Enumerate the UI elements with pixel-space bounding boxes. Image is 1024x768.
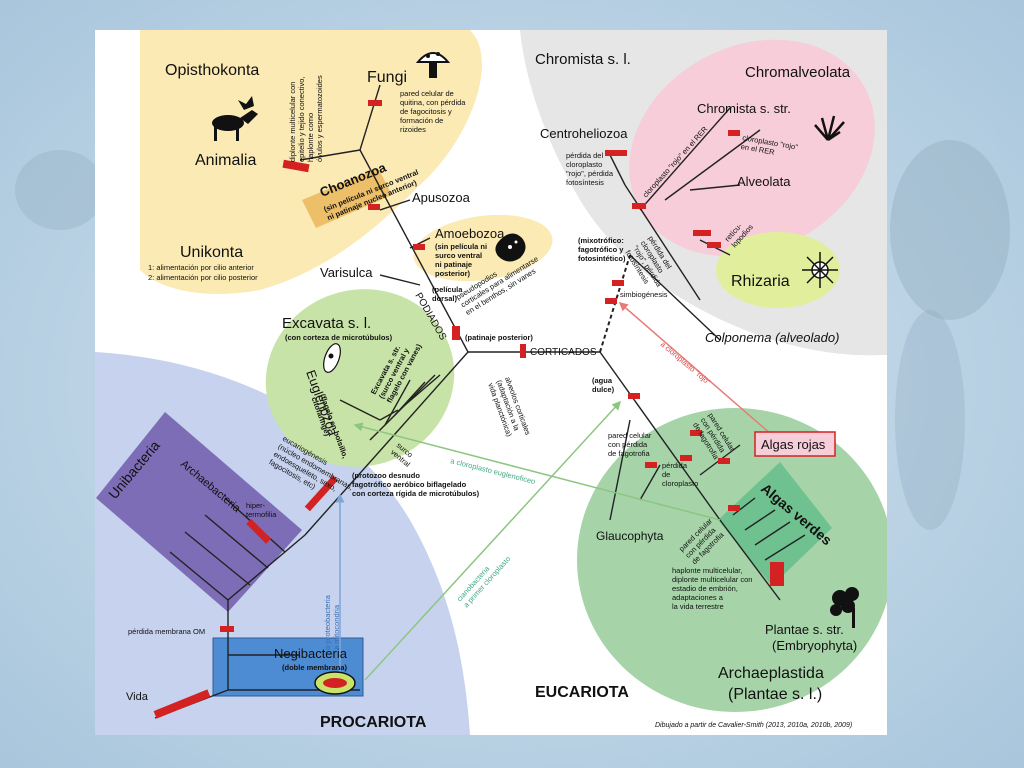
kelp-icon (814, 115, 845, 142)
excavata-trait-label: (con corteza de microtúbulos) (285, 333, 393, 342)
unibacteria-region (96, 412, 302, 612)
choanozoa-region (302, 168, 392, 228)
amoebozoa-label: Amoebozoa (435, 226, 505, 241)
chromista-str-label: Chromista s. str. (697, 101, 791, 116)
animalia-trait-note: diplonte multicelular conepitelio y teji… (288, 75, 324, 162)
archaeplastida-region (577, 408, 887, 712)
mushroom-icon (415, 52, 451, 78)
red-chloroplast-arrow (618, 302, 773, 436)
unikonta-note-1: 1: alimentación por cilio anterior (148, 263, 254, 272)
algas-verdes-region (718, 462, 832, 586)
euglena-icon (323, 343, 341, 373)
varisulca-label: Varisulca (320, 265, 373, 280)
chromalveolata-label: Chromalveolata (745, 64, 851, 81)
colponema-label: Colponema (alveolado) (705, 330, 839, 345)
procariota-label: PROCARIOTA (320, 714, 427, 731)
corticados-label: CORTICADOS (530, 347, 597, 358)
unikonta-label: Unikonta (180, 244, 243, 261)
alveolos-note: alveolos corticales(adaptación a lavida … (486, 376, 532, 443)
microscope-blob (15, 150, 105, 230)
animalia-label: Animalia (195, 152, 256, 169)
excavata-label: Excavata s. l. (282, 315, 371, 332)
apusozoa-label: Apusozoa (412, 190, 471, 205)
moose-silhouette-icon (212, 96, 258, 141)
archaeplastida-label: Archaeplastida (718, 665, 824, 682)
amoeba-icon (495, 233, 526, 262)
credit-text: Dibujado a partir de Cavalier-Smith (201… (655, 722, 852, 729)
negibacteria-label: Negibacteria (274, 646, 348, 661)
plantae-str-label: Plantae s. str. (765, 622, 844, 637)
algas-rojas-box (754, 431, 836, 457)
unikonta-note-2: 2: alimentación por cilio posterior (148, 273, 258, 282)
fungi-label: Fungi (367, 69, 407, 86)
alveolata-label: Alveolata (737, 174, 791, 189)
red-arrow-label: a cloroplasto "rojo" (659, 340, 713, 387)
plantae-sl-label: (Plantae s. l.) (728, 686, 822, 703)
opisthokonta-label: Opisthokonta (165, 62, 259, 79)
opisthokonta-region (140, 30, 482, 294)
microscope-blob (895, 310, 965, 530)
phylogeny-diagram: PROCARIOTA EUCARIOTA Opisthokonta Fungi … (95, 30, 887, 735)
chromista-sl-label: Chromista s. l. (535, 51, 631, 68)
chromalveolata-region (629, 39, 875, 257)
perdida-om-label: pérdida membrana OM (128, 627, 205, 636)
rhizaria-label: Rhizaria (731, 273, 790, 290)
vida-label: Vida (126, 691, 149, 703)
centroheliozoa-label: Centroheliozoa (540, 126, 628, 141)
trait-marks (153, 100, 784, 719)
radiolarian-icon (802, 252, 838, 288)
algas-rojas-label: Algas rojas (761, 437, 826, 452)
microscope-blob (890, 140, 1010, 320)
euglenic-chloroplast-arrow (353, 422, 721, 521)
hipertermofilia-note: hiper-termofilia (246, 501, 277, 519)
amoebozoa-region (413, 214, 553, 282)
glaucophyta-label: Glaucophyta (596, 529, 664, 543)
bacterium-icon (314, 671, 356, 695)
cyanobacteria-arrow-note: cianobacteriaa primer cloroplasto (455, 548, 512, 609)
alfa-arrow-note: α-proteobacteriaa mitocondria (323, 594, 341, 650)
excavata-region (265, 289, 455, 467)
haplonte-note: haplonte multicelular,diplonte multicelu… (672, 566, 752, 611)
simbiogenesis-label: simbiogénesis (620, 290, 668, 299)
cyanobacteria-arrow (364, 400, 622, 681)
doble-membrana-label: (doble membrana) (282, 663, 348, 672)
rhizaria-region (716, 232, 840, 308)
eucariota-label: EUCARIOTA (535, 684, 629, 701)
patinaje-posterior-label: (patinaje posterior) (465, 333, 533, 342)
embryophyta-label: (Embryophyta) (772, 638, 857, 653)
flower-icon (830, 587, 859, 628)
